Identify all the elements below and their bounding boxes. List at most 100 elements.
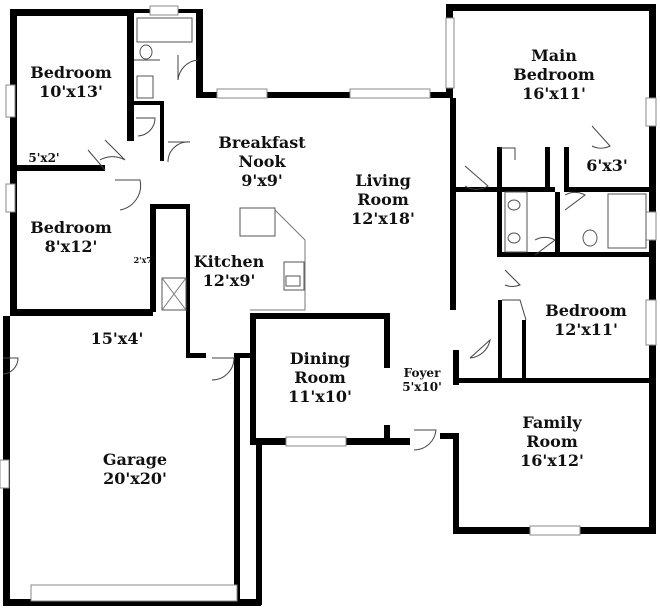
dining-size: 11'x10'	[288, 387, 352, 406]
window-dining	[285, 436, 347, 447]
wall-bedroom-closet	[10, 165, 105, 171]
foyer-size: 5'x10'	[402, 380, 442, 394]
door-bath	[177, 55, 199, 81]
vanity-sink-1	[507, 199, 521, 211]
bedroom-nw-name: Bedroom	[30, 63, 112, 82]
wall-closet-west	[564, 147, 569, 192]
door-main-bath	[464, 165, 489, 190]
living-size: 12'x18'	[351, 209, 415, 228]
wall-west-bedrooms	[10, 9, 17, 316]
wall-hall-closet	[160, 101, 164, 161]
breakfast-line2: Nook	[238, 152, 286, 171]
wall-garage-east	[234, 356, 240, 606]
wall-bedroom-west	[498, 300, 502, 382]
bathtub	[136, 17, 193, 43]
wall-kitchen-laundry	[186, 353, 206, 358]
door-toilet	[564, 191, 586, 211]
door-closet-main	[591, 125, 611, 149]
kitchen-counter	[250, 209, 306, 311]
window-main-bath	[645, 211, 657, 241]
family-size: 16'x12'	[520, 451, 584, 470]
door-bath-inner	[534, 236, 556, 256]
wall-living-east	[450, 98, 456, 310]
wall-dining-east-lower	[384, 425, 390, 445]
main-bedroom-line2: Bedroom	[513, 65, 595, 84]
garage-name: Garage	[103, 450, 167, 469]
main-bedroom-size: 16'x11'	[522, 84, 586, 103]
wall-family-west	[453, 433, 459, 533]
windows	[0, 5, 657, 602]
closet-main-size: 6'x3'	[586, 156, 628, 175]
wall-garage-north	[234, 353, 254, 358]
wall-closet-south	[564, 187, 652, 192]
wall-kitchen-west	[186, 204, 190, 357]
labels: Bedroom 10'x13' 5'x2' Bedroom 8'x12' 2'x…	[28, 46, 627, 488]
wall-bedroom-family	[455, 378, 652, 383]
wall-north-west	[10, 9, 130, 16]
closet-nw-size: 5'x2'	[28, 151, 59, 165]
window-breakfast	[216, 88, 268, 99]
burner	[285, 275, 301, 287]
door-bedroom-e	[504, 269, 521, 287]
wall-bath-east	[196, 9, 203, 95]
wall-north-center	[196, 92, 446, 98]
window-bedroom-e	[645, 299, 657, 346]
window-main-bedroom-west	[445, 17, 455, 89]
wall-bath-bedroom	[500, 252, 650, 257]
bedroom-e-size: 12'x11'	[554, 320, 618, 339]
wall-east	[649, 4, 656, 534]
wall-foyer-south	[440, 433, 455, 439]
garage-door	[30, 584, 238, 602]
window-living	[349, 88, 431, 99]
wall-pantry-north	[150, 204, 190, 209]
living-line1: Living	[355, 171, 411, 190]
breakfast-size: 9'x9'	[241, 171, 283, 190]
window-bedroom-nw	[5, 84, 16, 118]
bedroom-e-name: Bedroom	[545, 301, 627, 320]
window-main-bedroom	[645, 97, 657, 127]
wall-bedroom-bath	[127, 9, 134, 141]
toilet-main	[582, 229, 598, 247]
wall-vanity-west	[497, 147, 502, 257]
door-front	[413, 429, 437, 451]
bedroom-nw-size: 10'x13'	[39, 82, 103, 101]
wall-garage-south	[3, 599, 261, 606]
toilet-hall-bath	[139, 44, 153, 60]
family-line1: Family	[522, 413, 582, 432]
door-bedroom-nw	[99, 139, 126, 161]
breakfast-line1: Breakfast	[218, 133, 306, 152]
vanity-sink-2	[507, 232, 521, 244]
closet-door-nw	[87, 149, 106, 171]
door-bedroom-w	[115, 179, 142, 211]
pantry-size: 2'x7'	[134, 255, 155, 265]
wall-main-bath	[455, 187, 555, 192]
window-bath	[149, 5, 179, 16]
door-hall-closet	[167, 141, 191, 163]
window-family	[529, 525, 581, 536]
door-garage-house	[211, 357, 235, 381]
wall-dining-north	[250, 313, 388, 319]
dining-line1: Dining	[290, 349, 350, 368]
wic-door	[500, 147, 516, 160]
wall-dining-west	[250, 313, 256, 443]
door-hall	[469, 338, 491, 359]
garage-size: 20'x20'	[103, 469, 167, 488]
wall-foyer-east	[453, 350, 459, 385]
living-line2: Room	[357, 190, 409, 209]
main-bedroom-line1: Main	[531, 46, 577, 65]
family-line2: Room	[526, 432, 578, 451]
door-garage-side	[2, 357, 19, 375]
wall-pantry-west	[150, 204, 156, 312]
closet-door-bedroom-e	[502, 299, 527, 321]
doors	[2, 55, 611, 451]
window-bedroom-w	[5, 183, 16, 213]
wall-north-east	[446, 4, 656, 11]
wall-bedroom-garage	[10, 309, 153, 316]
sink-hall-bath	[136, 75, 154, 99]
wall-bedroom-closet	[522, 320, 526, 382]
foyer-name: Foyer	[404, 366, 441, 380]
wall-wic	[545, 147, 550, 192]
kitchen-sink	[239, 207, 276, 237]
door-linen	[136, 117, 156, 137]
